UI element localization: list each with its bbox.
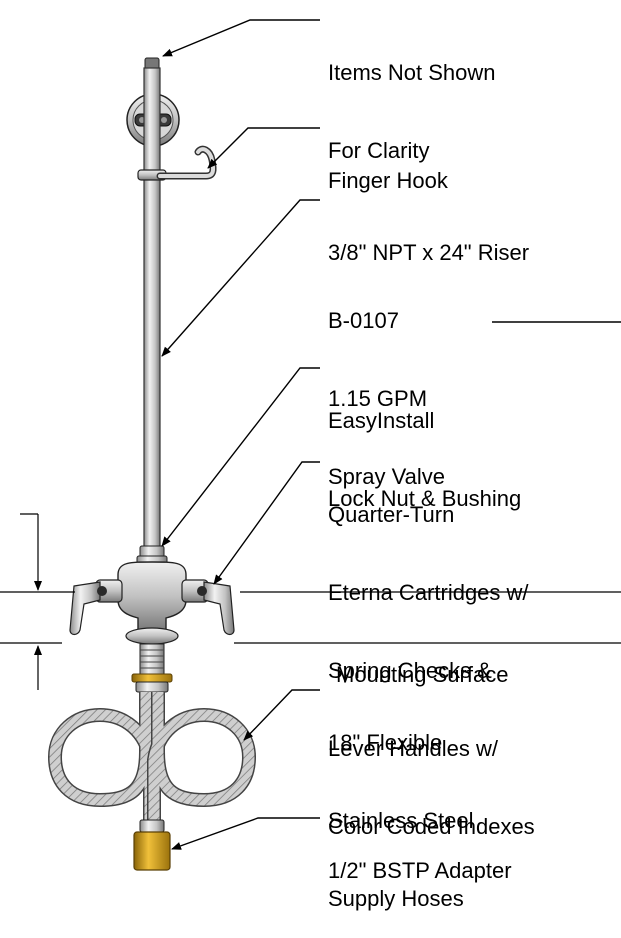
callout-lock-nut: EasyInstall Lock Nut & Bushing: [328, 356, 521, 538]
callout-line: Items Not Shown: [328, 60, 496, 85]
callout-adapter: 1/2" BSTP Adapter: [328, 806, 512, 910]
leader-lines: [161, 19, 621, 850]
callout-riser: 3/8" NPT x 24" Riser: [328, 188, 529, 292]
callout-line: Mounting Surface: [336, 662, 509, 687]
dimension-marker: [20, 513, 42, 690]
callout-line: Quarter-Turn: [328, 502, 455, 527]
mounting-surface-line: [0, 591, 621, 644]
callout-cartridges: Quarter-Turn Eterna Cartridges w/ Spring…: [328, 450, 535, 866]
callout-finger-hook: Finger Hook: [328, 116, 448, 220]
callout-line: Spring Checks &: [328, 658, 492, 683]
callout-mounting-surface: Mounting Surface: [336, 610, 508, 714]
callout-line: For Clarity: [328, 138, 430, 163]
threaded-shank: [131, 643, 173, 693]
callout-line: Stainless Steel: [328, 808, 474, 833]
callout-line: 18" Flexible: [328, 730, 443, 755]
callout-line: 3/8" NPT x 24" Riser: [328, 240, 530, 265]
bstp-adapter: [133, 831, 171, 871]
callout-line: 1.15 GPM: [328, 386, 428, 411]
faucet-body: [69, 561, 235, 645]
faucet-diagram: Items Not Shown For Clarity Finger Hook …: [0, 8, 621, 911]
callout-line: Lever Handles w/: [328, 736, 498, 761]
callout-line: Spray Valve: [328, 464, 445, 489]
callout-line: EasyInstall: [328, 408, 435, 433]
callout-line: B-0107: [328, 308, 399, 333]
callout-line: 1/2" BSTP Adapter: [328, 858, 512, 883]
callout-items-not-shown: Items Not Shown For Clarity: [328, 8, 496, 190]
callout-line: Eterna Cartridges w/: [328, 580, 529, 605]
supply-hoses: [47, 692, 257, 833]
callout-line: Lock Nut & Bushing: [328, 486, 522, 511]
diagram-drawing: [0, 19, 621, 871]
callout-line: Finger Hook: [328, 168, 448, 193]
callout-spray-valve: B-0107 1.15 GPM Spray Valve: [328, 256, 445, 516]
riser-pipe: [143, 67, 161, 549]
callout-line: Color Coded Indexes: [328, 814, 535, 839]
